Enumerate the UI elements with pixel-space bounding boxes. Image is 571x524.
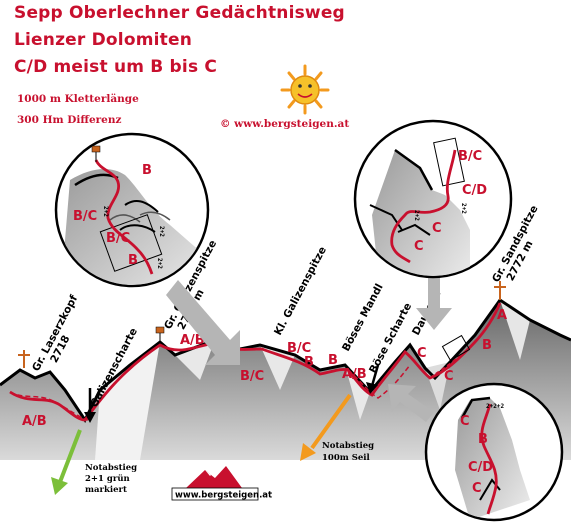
grade-label: C xyxy=(472,481,482,496)
route-variant-scharte xyxy=(347,364,411,399)
grade-label: A/B xyxy=(180,333,205,348)
grade-label: B/C xyxy=(73,209,97,224)
summit-flag-icon xyxy=(155,326,165,343)
title-line-3: C/D meist um B bis C xyxy=(14,57,218,77)
copyright-notice: © www.bergsteigen.at xyxy=(220,118,350,130)
sun-icon xyxy=(280,64,330,115)
title-line-1: Sepp Oberlechner Gedächtnisweg xyxy=(14,3,345,23)
pitch-mark: 2+2 xyxy=(158,226,165,237)
grade-label: B xyxy=(482,338,492,353)
svg-text:Kl. Galizenspitze: Kl. Galizenspitze xyxy=(272,245,329,338)
ridge-rock xyxy=(0,300,571,524)
grade-label: C xyxy=(417,346,427,361)
detail-inset-2: B/C C/D C C 2+2 2+2 xyxy=(353,119,513,279)
grade-label: A/B xyxy=(342,367,367,382)
climbing-length: 1000 m Kletterlänge xyxy=(17,93,139,105)
grade-label: B/C xyxy=(287,341,311,356)
grade-label: B/C xyxy=(458,149,482,164)
detail-inset-1: B B/C B/C B 2+2 2+2 2+2 xyxy=(54,132,210,288)
grade-label: B xyxy=(128,253,138,268)
grade-label: C/D xyxy=(468,460,493,475)
descent-note-orange: Notabstieg xyxy=(322,441,374,451)
detail-frame xyxy=(441,334,471,362)
peak-label-kl-galizenspitze: Kl. Galizenspitze xyxy=(272,245,329,338)
callout-arrow-inset3 xyxy=(388,384,434,422)
descent-note-orange: 100m Seil xyxy=(322,453,370,463)
grade-label: B xyxy=(142,163,152,178)
route-variant-daumen xyxy=(429,354,461,379)
pitch-mark: 2+2 xyxy=(156,258,163,269)
arrow-galizenscharte xyxy=(84,388,96,423)
grade-label: C xyxy=(444,369,454,384)
route-line xyxy=(9,302,502,422)
logo-text: www.bergsteigen.at xyxy=(175,491,272,501)
summit-cross-icon xyxy=(18,350,30,368)
summit-cross-icon xyxy=(494,281,506,300)
grade-label: C xyxy=(414,239,424,254)
grade-label: A/B xyxy=(22,414,47,429)
grade-label: B xyxy=(328,353,338,368)
descent-note-green: markiert xyxy=(85,485,127,495)
detail-inset-3: C B C/D C 2+2+2 xyxy=(424,382,564,522)
grade-label: B xyxy=(304,355,314,370)
elevation-difference: 300 Hm Differenz xyxy=(17,114,122,126)
callout-arrow-inset1 xyxy=(166,280,240,365)
pitch-mark: 2+2 xyxy=(413,210,420,221)
callout-arrow-inset2 xyxy=(416,260,452,330)
grade-label: C xyxy=(432,221,442,236)
route-variant-left xyxy=(9,391,89,421)
orange-descent-arrow xyxy=(300,393,352,461)
pitch-mark: 2+2 xyxy=(102,206,109,217)
grade-label: B xyxy=(478,432,488,447)
green-descent-arrow xyxy=(51,429,82,495)
svg-text:Böses Mandl: Böses Mandl xyxy=(340,282,386,354)
bergsteigen-logo: www.bergsteigen.at xyxy=(171,466,272,501)
title-line-2: Lienzer Dolomiten xyxy=(14,30,193,50)
peak-label-laserzkopf: Gr. Laserzkopf 2718 xyxy=(30,293,80,374)
descent-note-green: 2+1 grün xyxy=(85,473,130,484)
descent-note-green: Notabstieg xyxy=(85,463,137,473)
pitch-mark: 2+2+2 xyxy=(486,403,504,410)
grade-label: B/C xyxy=(240,369,264,384)
grade-label: A xyxy=(497,308,507,323)
grade-label: B/C xyxy=(106,231,130,246)
arrow-boese-scharte xyxy=(366,364,380,394)
grade-label: C xyxy=(460,414,470,429)
pitch-mark: 2+2 xyxy=(460,203,467,214)
grade-label: C/D xyxy=(462,183,487,198)
feature-label-boeses-mandl: Böses Mandl xyxy=(340,282,386,354)
